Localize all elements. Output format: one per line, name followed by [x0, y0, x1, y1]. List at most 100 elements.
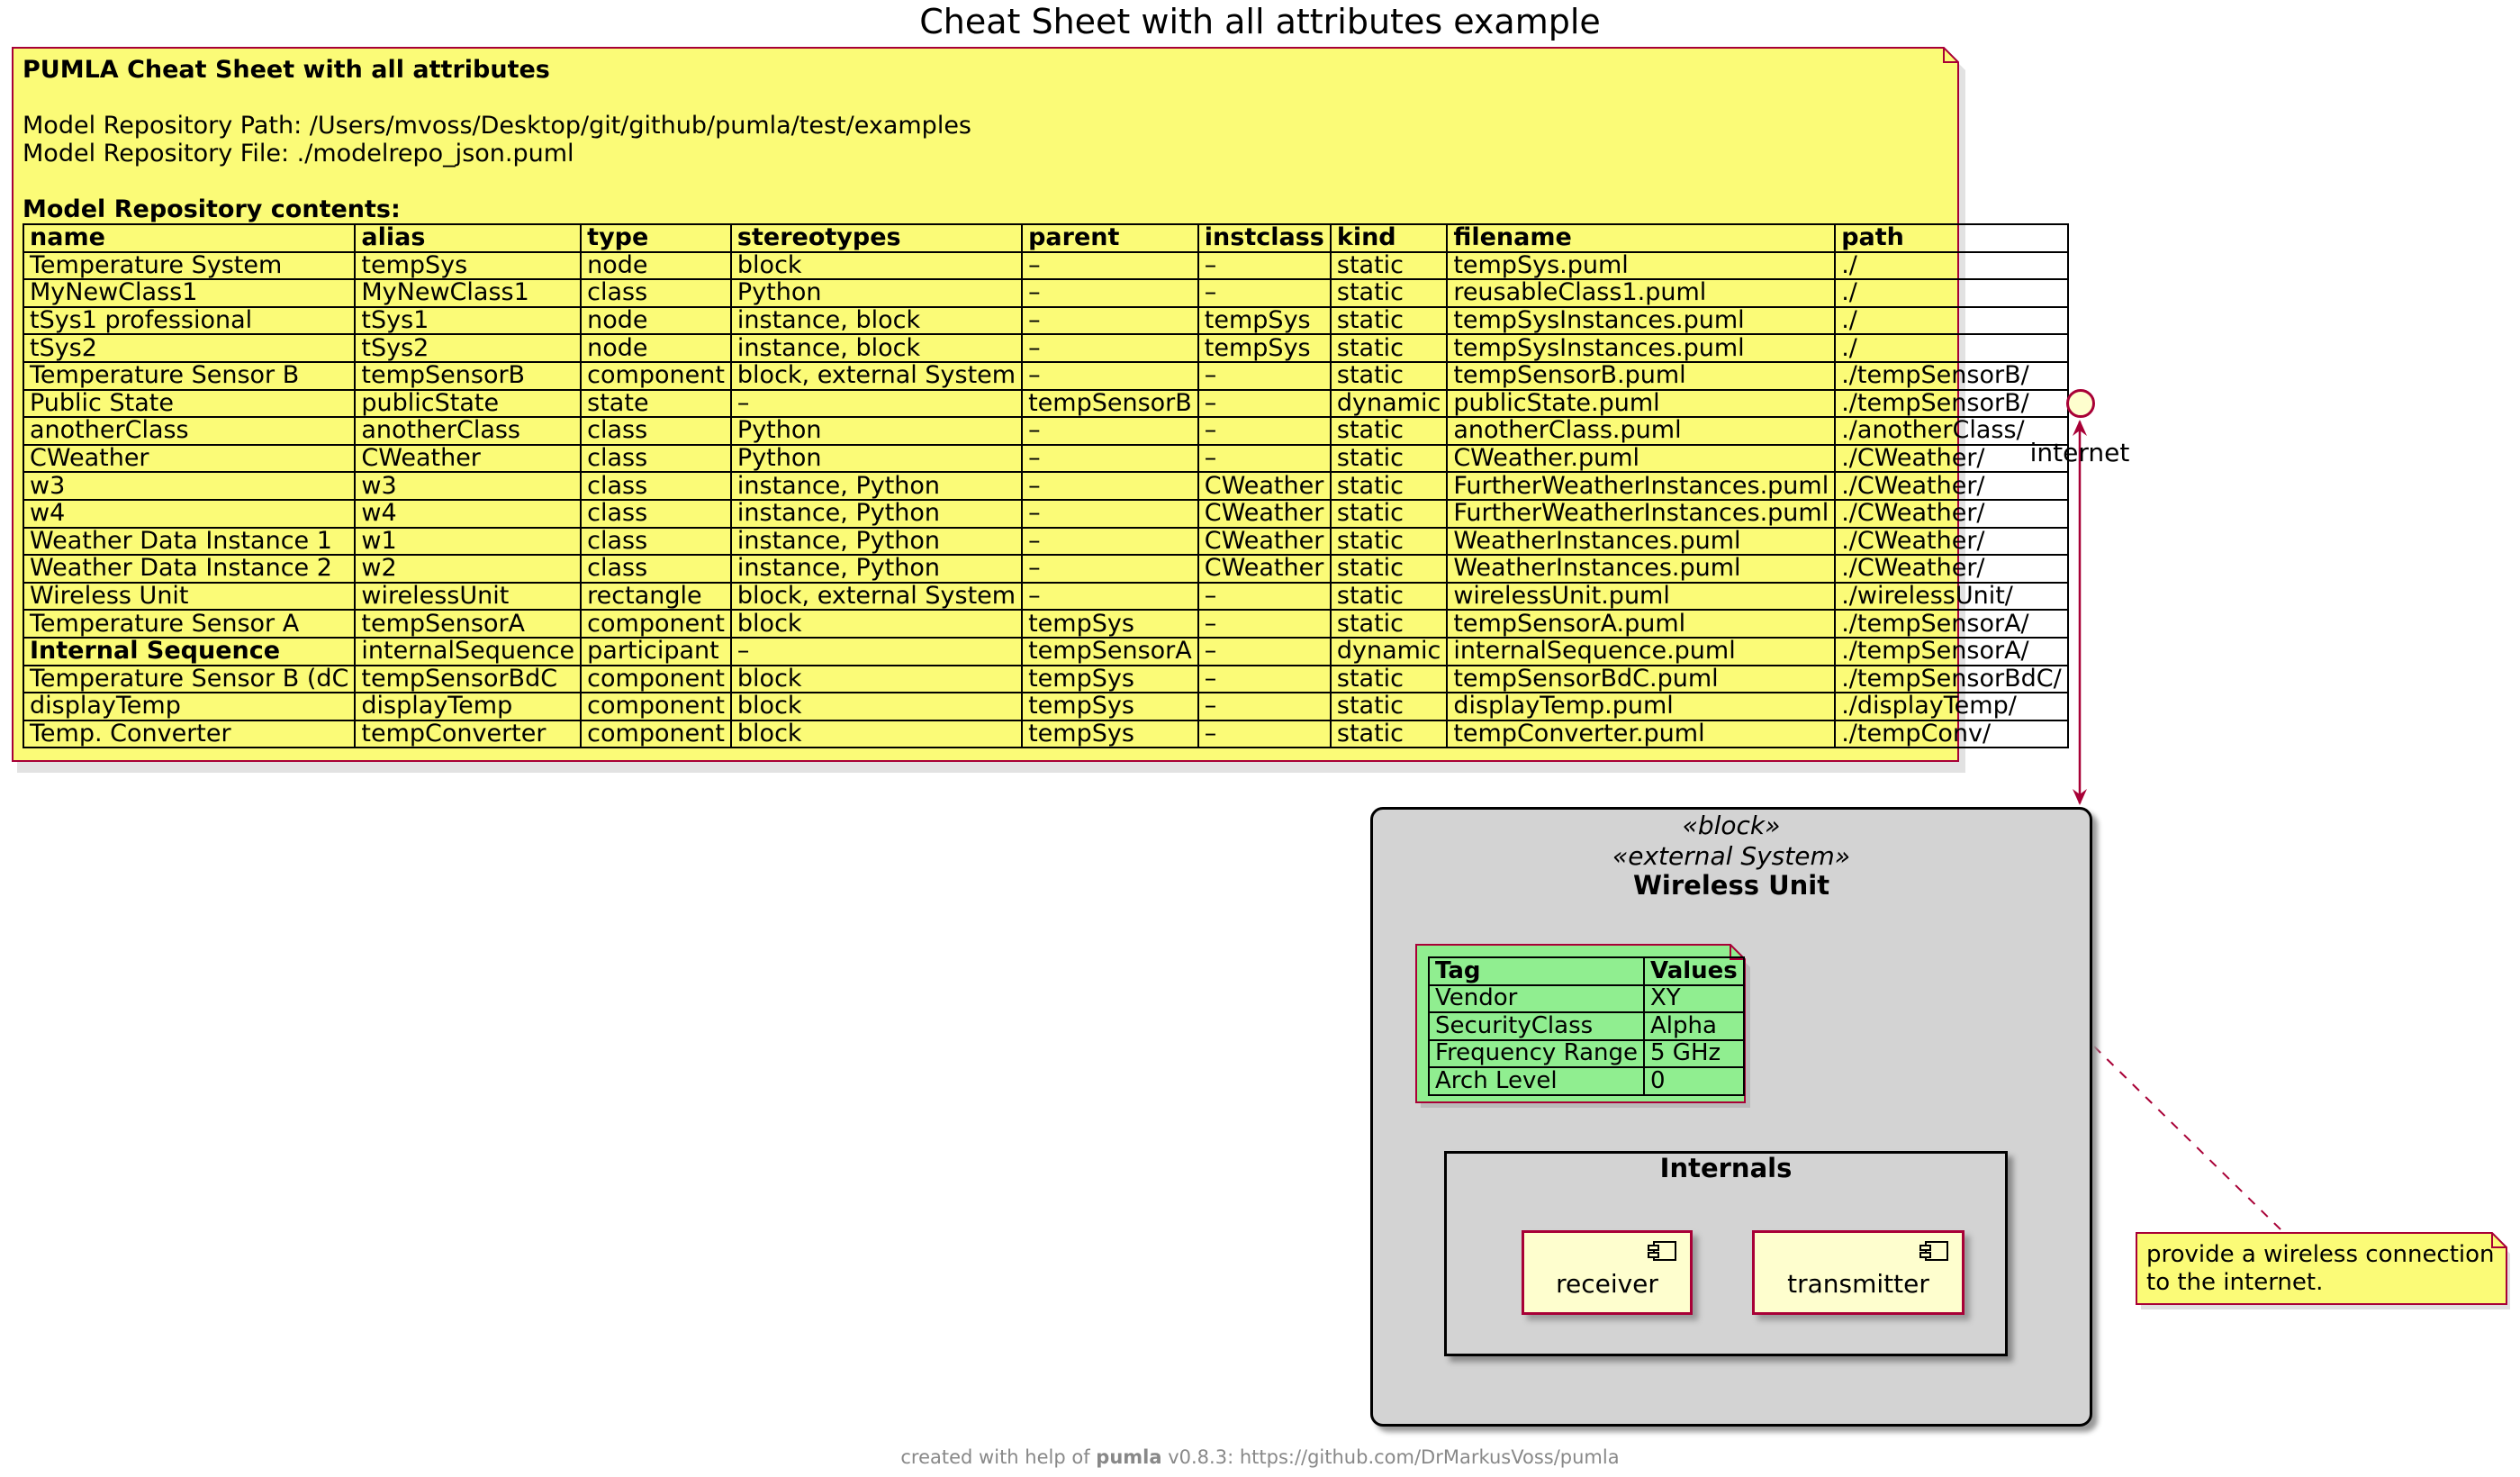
table-cell: – — [1021, 526, 1199, 557]
table-cell: CWeather — [1197, 526, 1332, 557]
table-cell: WeatherInstances.puml — [1446, 554, 1837, 584]
table-cell: – — [1021, 554, 1199, 584]
table-cell: instance, Python — [729, 498, 1024, 529]
wireless-connection-note: provide a wireless connection to the int… — [2136, 1232, 2514, 1309]
table-cell: FurtherWeatherInstances.puml — [1446, 498, 1837, 529]
table-cell: – — [1197, 278, 1332, 308]
tag-cell: 0 — [1643, 1066, 1745, 1096]
table-cell: – — [1197, 443, 1332, 474]
tag-cell: 5 GHz — [1643, 1038, 1745, 1068]
table-cell: class — [580, 278, 732, 308]
table-cell: anotherClass — [22, 416, 357, 446]
table-cell: dynamic — [1329, 388, 1449, 419]
table-cell: tempSensorA.puml — [1446, 609, 1837, 639]
component-icon — [1648, 1241, 1676, 1261]
table-cell: static — [1329, 719, 1449, 749]
table-cell: wirelessUnit — [354, 581, 583, 612]
table-cell: tempSys.puml — [1446, 250, 1837, 281]
table-cell: Temperature Sensor A — [22, 609, 357, 639]
table-cell: CWeather — [22, 443, 357, 474]
footer-suffix: v0.8.3: https://github.com/DrMarkusVoss/… — [1168, 1446, 1620, 1468]
table-cell: static — [1329, 305, 1449, 336]
column-header: instclass — [1197, 223, 1332, 253]
table-cell: tempSensorB — [354, 360, 583, 391]
repo-contents-heading: Model Repository contents: — [23, 195, 401, 223]
table-cell: component — [580, 360, 732, 391]
table-cell: tempSensorBdC — [354, 664, 583, 694]
table-cell: – — [729, 636, 1024, 666]
table-cell: displayTemp.puml — [1446, 692, 1837, 721]
internals-label: Internals — [1659, 1153, 1793, 1183]
table-cell: static — [1329, 443, 1449, 474]
table-cell: tempSys — [354, 250, 583, 281]
table-cell: CWeather — [354, 443, 583, 474]
table-cell: CWeather — [1197, 498, 1332, 529]
table-cell: block — [729, 664, 1024, 694]
table-cell: static — [1329, 278, 1449, 308]
table-cell: Weather Data Instance 2 — [22, 554, 357, 584]
table-cell: FurtherWeatherInstances.puml — [1446, 471, 1837, 501]
table-cell: Weather Data Instance 1 — [22, 526, 357, 557]
table-cell: – — [1197, 250, 1332, 281]
repo-file-line: Model Repository File: ./modelrepo_json.… — [23, 140, 574, 168]
table-cell: ./ — [1834, 305, 2069, 336]
table-cell: Python — [729, 443, 1024, 474]
table-cell: – — [1197, 416, 1332, 446]
diagram-title: Cheat Sheet with all attributes example — [919, 2, 1601, 41]
table-cell: class — [580, 554, 732, 584]
table-cell: static — [1329, 471, 1449, 501]
table-cell: tempSys — [1021, 719, 1199, 749]
table-cell: wirelessUnit.puml — [1446, 581, 1837, 612]
table-cell: MyNewClass1 — [354, 278, 583, 308]
wireless-unit-name: Wireless Unit — [1632, 870, 1830, 901]
note-anchor-line — [2093, 1046, 2284, 1233]
table-cell: CWeather — [1197, 554, 1332, 584]
table-cell: class — [580, 416, 732, 446]
internet-interface-circle — [2066, 389, 2095, 418]
table-cell: – — [1021, 416, 1199, 446]
table-cell: – — [1021, 278, 1199, 308]
table-cell: ./ — [1834, 250, 2069, 281]
table-cell: node — [580, 250, 732, 281]
table-cell: tempSensorB — [1021, 388, 1199, 419]
table-cell: node — [580, 305, 732, 336]
table-cell: ./ — [1834, 278, 2069, 308]
table-cell: MyNewClass1 — [22, 278, 357, 308]
table-cell: class — [580, 443, 732, 474]
note-heading: PUMLA Cheat Sheet with all attributes — [23, 56, 550, 84]
table-cell: Wireless Unit — [22, 581, 357, 612]
table-cell: tempSensorA — [1021, 636, 1199, 666]
table-cell: ./CWeather/ — [1834, 498, 2069, 529]
table-cell: Temperature Sensor B — [22, 360, 357, 391]
table-cell: ./CWeather/ — [1834, 443, 2069, 474]
footer-prefix: created with help of — [900, 1446, 1090, 1468]
wireless-unit-block — [1370, 807, 2092, 1427]
table-cell: component — [580, 609, 732, 639]
table-cell: – — [1197, 692, 1332, 721]
table-cell: displayTemp — [22, 692, 357, 721]
table-cell: – — [1021, 305, 1199, 336]
table-cell: ./wirelessUnit/ — [1834, 581, 2069, 612]
column-header: alias — [354, 223, 583, 253]
repo-path-line: Model Repository Path: /Users/mvoss/Desk… — [23, 112, 972, 140]
table-cell: w3 — [22, 471, 357, 501]
table-cell: – — [1021, 581, 1199, 612]
tag-column-header: Tag — [1428, 956, 1645, 986]
table-cell: – — [1197, 609, 1332, 639]
table-cell: tempSys — [1197, 333, 1332, 363]
footer-credit: created with help of pumla v0.8.3: https… — [0, 1446, 2520, 1468]
table-cell: tempConverter — [354, 719, 583, 749]
table-cell: – — [1021, 250, 1199, 281]
table-cell: static — [1329, 250, 1449, 281]
